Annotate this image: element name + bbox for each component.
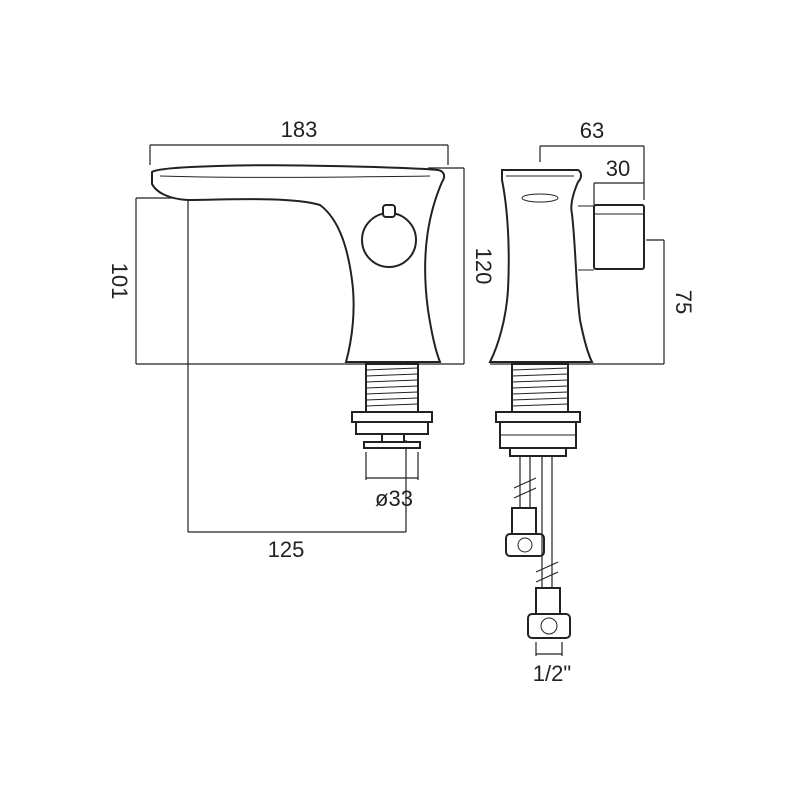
hose-nut-left [505, 533, 545, 557]
dimension-diameter-33: ø33 [365, 452, 419, 511]
spout-outlet [521, 193, 559, 203]
washer-side [495, 411, 581, 423]
flexible-hose-left [505, 456, 545, 557]
dimension-label-half-inch: 1/2" [533, 661, 571, 686]
dimension-label-33: ø33 [375, 486, 413, 511]
front-view: 183 101 120 125 [107, 117, 496, 562]
dimension-63: 63 [539, 118, 645, 200]
dimension-101: 101 [107, 197, 188, 364]
lower-plate-side [509, 447, 567, 457]
washer-front [351, 411, 433, 423]
dimension-label-101: 101 [107, 263, 132, 300]
dimension-label-125: 125 [268, 537, 305, 562]
spout-top-edge [159, 175, 431, 178]
lever-block-side [578, 204, 645, 271]
dimension-125: 125 [187, 198, 407, 562]
dimension-75: 75 [646, 239, 696, 364]
dimension-label-30: 30 [606, 156, 630, 181]
dimension-30: 30 [593, 156, 644, 205]
dimension-label-183: 183 [281, 117, 318, 142]
dimension-183: 183 [149, 117, 449, 165]
lever-knob [361, 212, 417, 268]
dimension-120: 120 [428, 167, 496, 364]
dimension-label-63: 63 [580, 118, 604, 143]
tap-body-side [488, 169, 594, 363]
side-view: 63 30 75 [488, 118, 696, 686]
threaded-shank-side [511, 363, 569, 413]
flexible-hose-right [527, 456, 571, 639]
dimension-label-75: 75 [671, 290, 696, 314]
lever-stem [382, 204, 396, 218]
lower-plate-front [363, 441, 421, 449]
hose-nut-right [527, 613, 571, 639]
threaded-shank-front [365, 363, 419, 413]
tap-body-front [151, 164, 446, 363]
dimension-half-inch: 1/2" [533, 642, 571, 686]
dimension-label-120: 120 [471, 248, 496, 285]
nut-front [355, 421, 429, 435]
